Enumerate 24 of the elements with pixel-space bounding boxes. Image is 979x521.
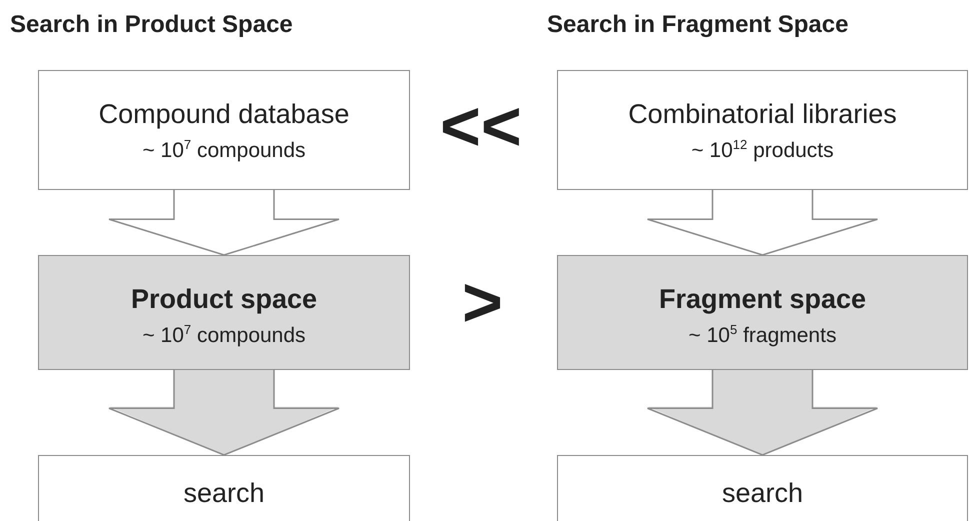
- search-box: [38, 455, 410, 521]
- node-subtitle: ~ 10$^{7}$ compounds: [142, 136, 306, 164]
- block-arrow: [108, 189, 340, 256]
- column-heading: Search in Fragment Space: [547, 10, 848, 40]
- node-title: Compound database: [98, 98, 350, 131]
- block-arrow: [108, 369, 340, 456]
- node-title: Fragment space: [658, 283, 866, 316]
- node-subtitle: ~ 10$^{12}$ products: [691, 136, 834, 164]
- node-subtitle: ~ 10$^{5}$ fragments: [688, 321, 836, 349]
- column-heading: Search in Product Space: [10, 10, 293, 40]
- search-box: [557, 455, 968, 521]
- node-subtitle: ~ 10$^{7}$ compounds: [142, 321, 306, 349]
- node-title: Combinatorial libraries: [628, 98, 897, 131]
- database-box: [38, 70, 410, 190]
- node-title: search: [722, 477, 804, 510]
- library-box: [557, 70, 968, 190]
- block-arrow: [646, 369, 878, 456]
- space-box: [557, 255, 968, 370]
- comparison-sign: >: [462, 262, 503, 342]
- space-box: [38, 255, 410, 370]
- node-title: search: [183, 477, 265, 510]
- block-arrow: [646, 189, 878, 256]
- node-title: Product space: [130, 283, 318, 316]
- comparison-sign: <<: [440, 86, 522, 166]
